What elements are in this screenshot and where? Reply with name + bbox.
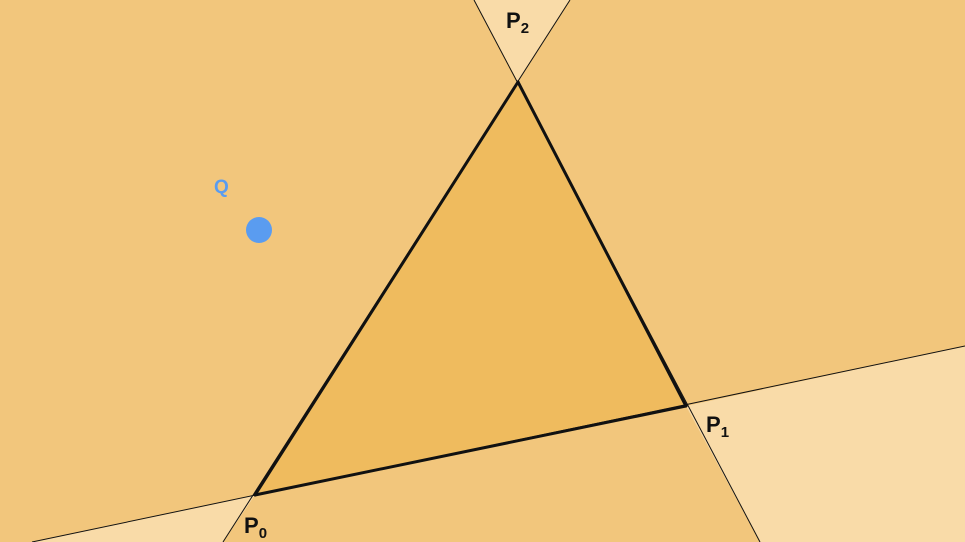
label-p0-letter: P (244, 513, 259, 538)
label-p2: P2 (506, 8, 529, 37)
edge-p2-p0 (253, 80, 520, 497)
edge-p1-p2 (516, 80, 688, 408)
label-p1: P1 (706, 412, 729, 441)
region-beyond-p2 (474, 0, 570, 82)
label-p2-letter: P (506, 8, 521, 33)
triangle-p0-p1-p2 (255, 82, 686, 495)
label-p1-letter: P (706, 412, 721, 437)
label-p1-index: 1 (721, 424, 729, 441)
region-beyond-p1 (686, 346, 965, 542)
query-point-q[interactable] (246, 217, 272, 243)
label-q: Q (214, 177, 229, 198)
label-p0-index: 0 (259, 525, 267, 542)
label-p2-index: 2 (521, 20, 529, 37)
edge-p0-p1 (253, 404, 688, 497)
label-p0: P0 (244, 513, 267, 542)
